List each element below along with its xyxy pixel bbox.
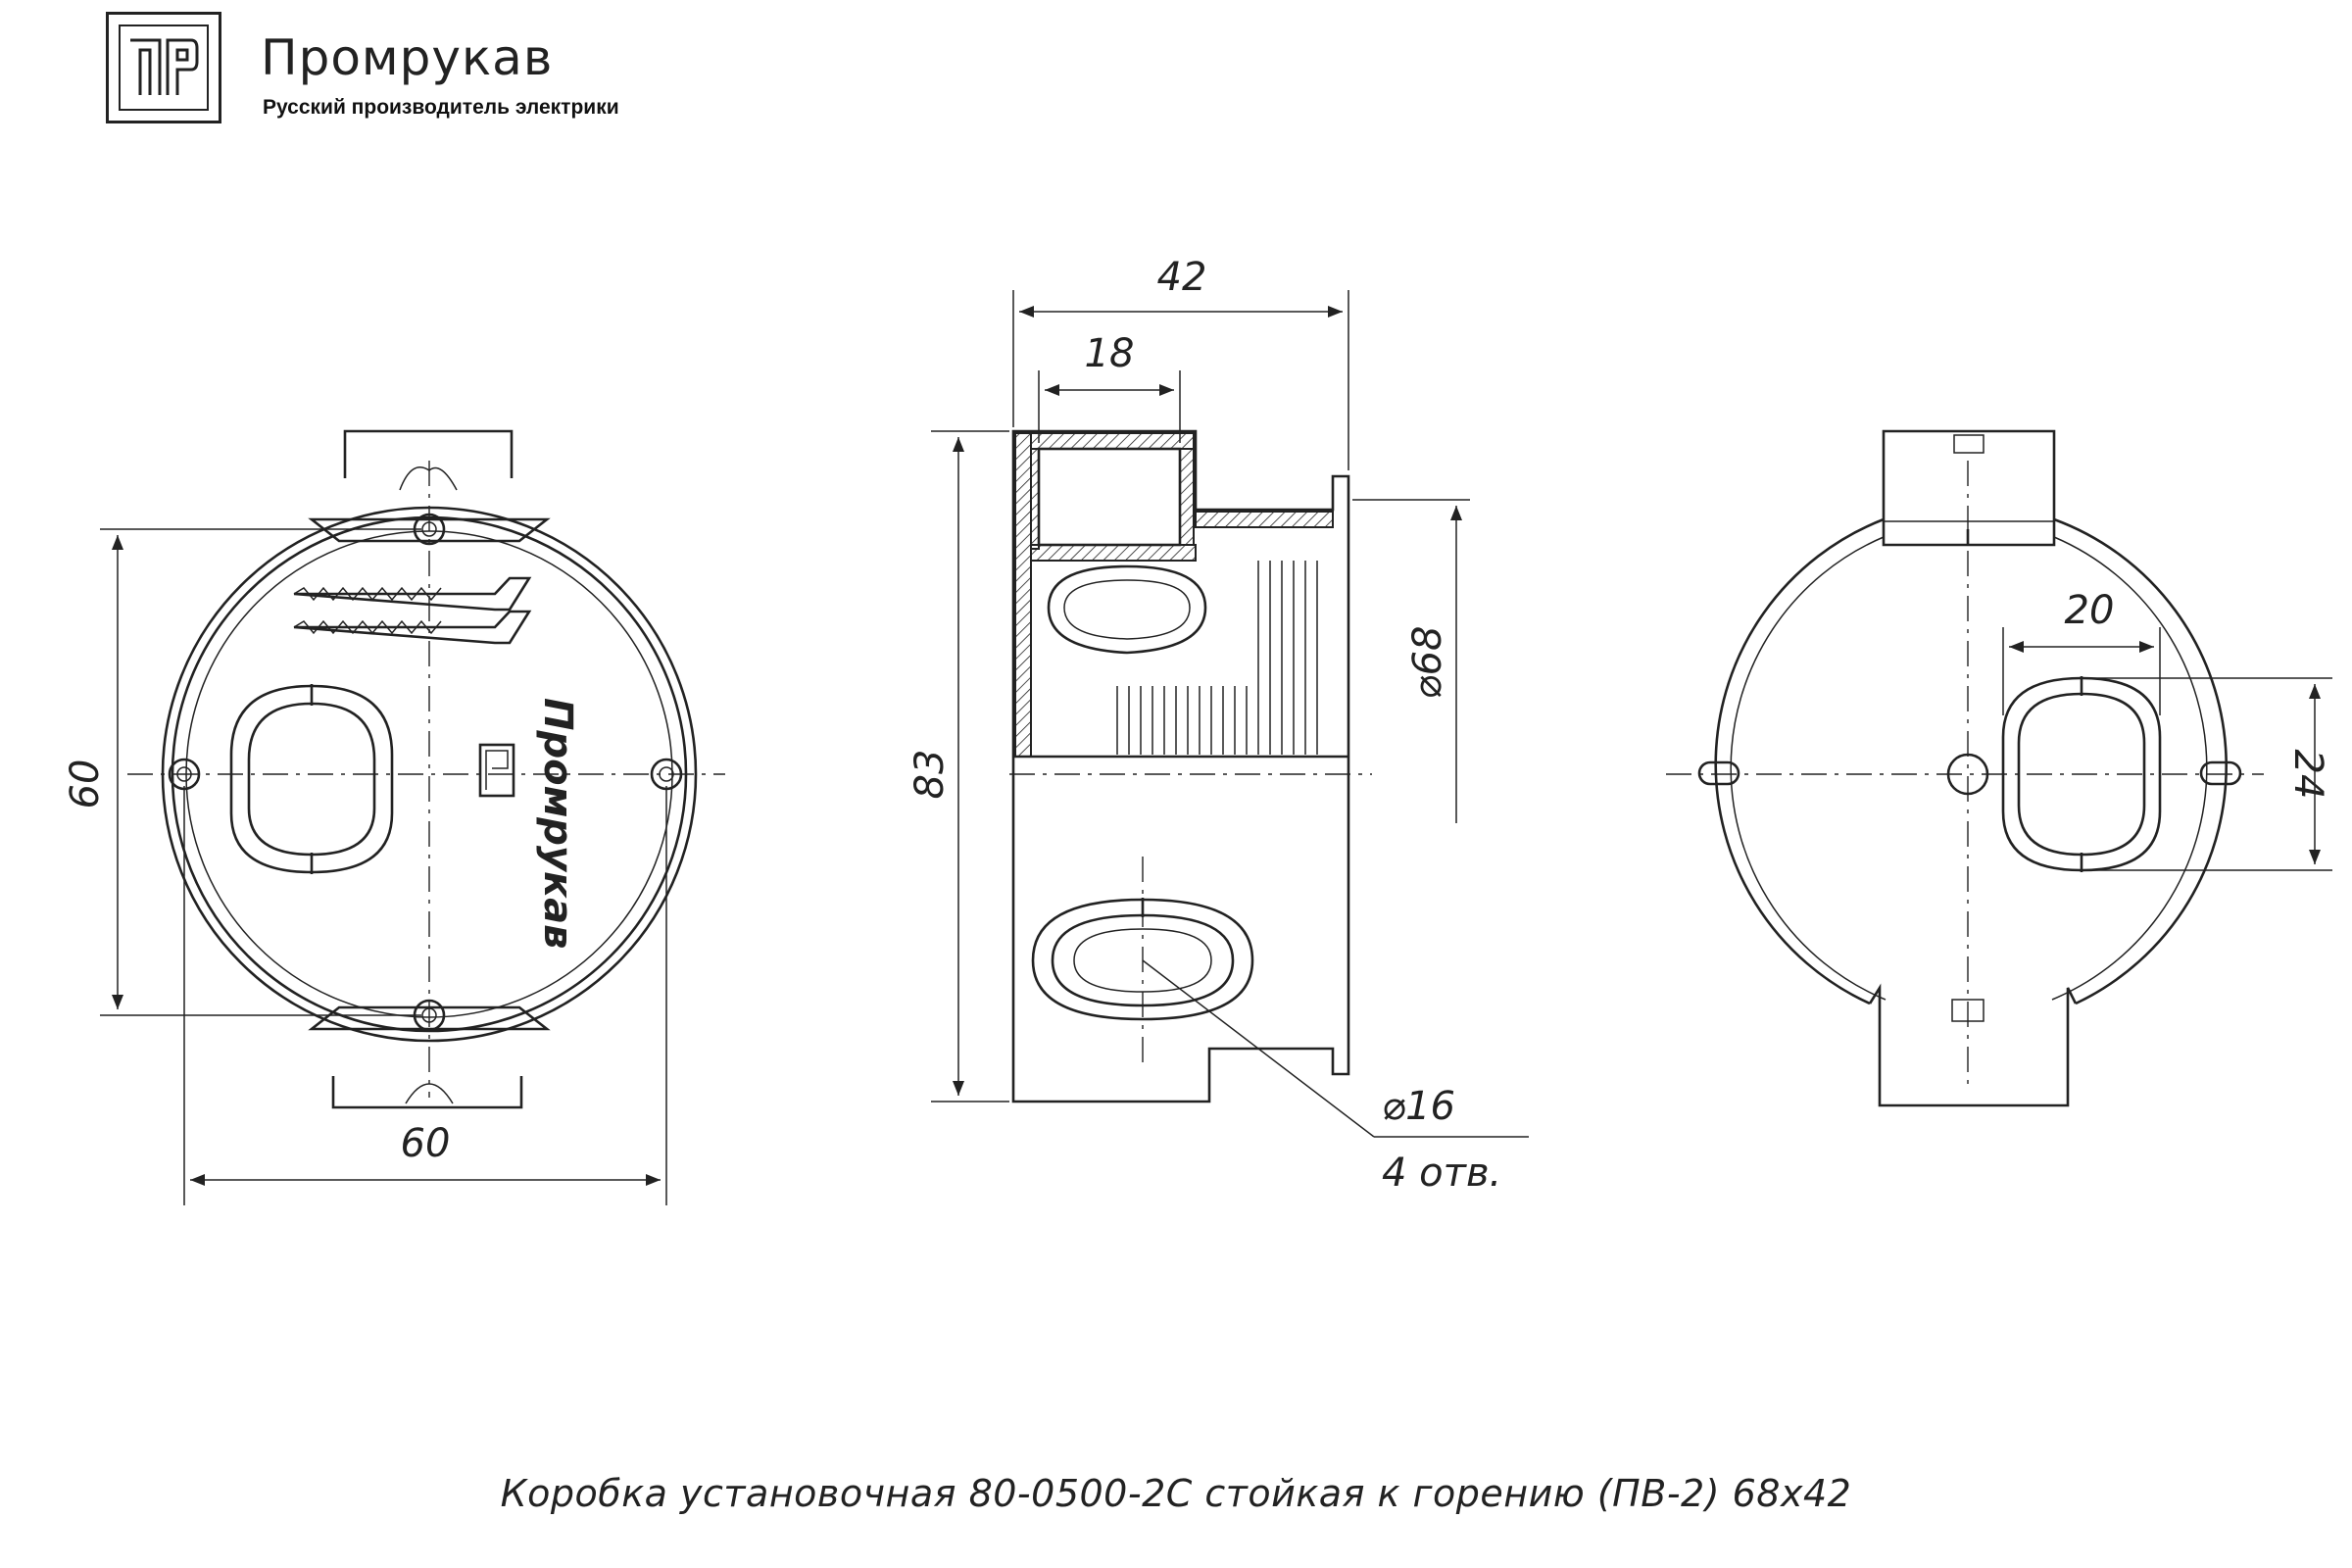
logo-emblem — [106, 12, 221, 123]
side-hole-dim: ⌀16 — [1382, 1084, 1455, 1129]
back-view: 20 24 — [1666, 429, 2332, 1107]
brand-name: Промрукав — [261, 29, 554, 86]
side-depth-dim: 42 — [1157, 255, 1207, 300]
back-height-dim: 24 — [2285, 750, 2330, 800]
back-width-dim: 20 — [2065, 588, 2115, 633]
knockout-icon — [229, 684, 394, 874]
ribs — [1116, 561, 1318, 755]
side-height-dim: 83 — [907, 750, 953, 800]
brand-logo: Промрукав Русский производитель электрик… — [106, 12, 674, 127]
side-hole-count: 4 отв. — [1382, 1151, 1501, 1196]
front-height-dim: 60 — [63, 760, 108, 809]
mounting-screw-icon — [293, 576, 532, 645]
pr-monogram-icon — [130, 38, 199, 95]
brand-tagline: Русский производитель электрики — [263, 96, 619, 119]
side-rim-dim: 18 — [1085, 331, 1135, 376]
side-diameter-dim: ⌀68 — [1405, 626, 1450, 700]
front-width-dim: 60 — [401, 1121, 451, 1166]
side-view: 42 18 83 ⌀68 ⌀16 4 отв. — [907, 255, 1529, 1196]
front-brand-label: Промрукав — [535, 698, 580, 949]
drawing-caption: Коробка установочная 80-0500-2С стойкая … — [500, 1472, 1852, 1515]
back-knockout-icon — [2001, 676, 2162, 872]
front-view: Промрукав 60 60 — [63, 429, 725, 1205]
center-logo-icon — [478, 743, 515, 798]
